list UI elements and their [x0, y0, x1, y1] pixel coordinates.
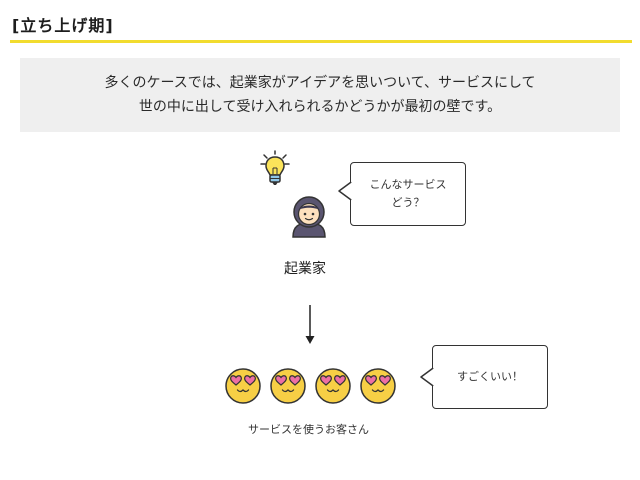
founder-avatar-icon — [292, 196, 326, 238]
customer-speech-tail — [420, 367, 434, 387]
customer-emoji-1 — [225, 368, 261, 404]
founder-speech-line-1: こんなサービス — [369, 178, 447, 191]
customer-speech-text: すごくいい！ — [457, 370, 523, 383]
down-arrow-icon — [305, 305, 315, 344]
customer-emoji-3 — [315, 368, 351, 404]
founder-label: 起業家 — [284, 261, 326, 277]
intro-line-1: 多くのケースでは、起業家がアイデアを思いついて、サービスにして — [104, 75, 536, 91]
customers-label: サービスを使うお客さん — [248, 423, 369, 436]
lightbulb-icon — [260, 150, 290, 185]
intro-box: 多くのケースでは、起業家がアイデアを思いついて、サービスにして 世の中に出して受… — [20, 58, 620, 132]
title-underline — [10, 40, 632, 43]
customer-speech-bubble: すごくいい！ — [432, 345, 548, 409]
intro-line-2: 世の中に出して受け入れられるかどうかが最初の壁です。 — [138, 99, 502, 115]
founder-speech-tail — [338, 181, 352, 201]
page-title: [立ち上げ期] — [12, 16, 114, 35]
customer-emoji-2 — [270, 368, 306, 404]
founder-speech-line-2: どう？ — [391, 196, 425, 209]
founder-speech-bubble: こんなサービス どう？ — [350, 162, 466, 226]
customer-emoji-4 — [360, 368, 396, 404]
